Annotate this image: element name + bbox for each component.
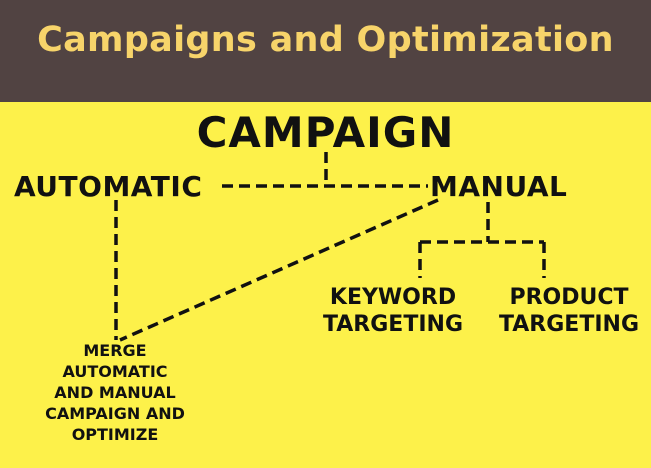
automatic-node: AUTOMATIC [14,170,203,203]
page-title: Campaigns and Optimization [37,20,614,60]
product-targeting-node: PRODUCT TARGETING [498,285,639,337]
merge-optimize-node: MERGE AUTOMATIC AND MANUAL CAMPAIGN AND … [45,341,185,444]
connector-manual-merge [119,198,439,342]
header-bar: Campaigns and Optimization [0,0,651,102]
manual-node: MANUAL [430,170,568,203]
keyword-targeting-node: KEYWORD TARGETING [322,285,463,337]
campaign-node: CAMPAIGN [196,108,455,157]
